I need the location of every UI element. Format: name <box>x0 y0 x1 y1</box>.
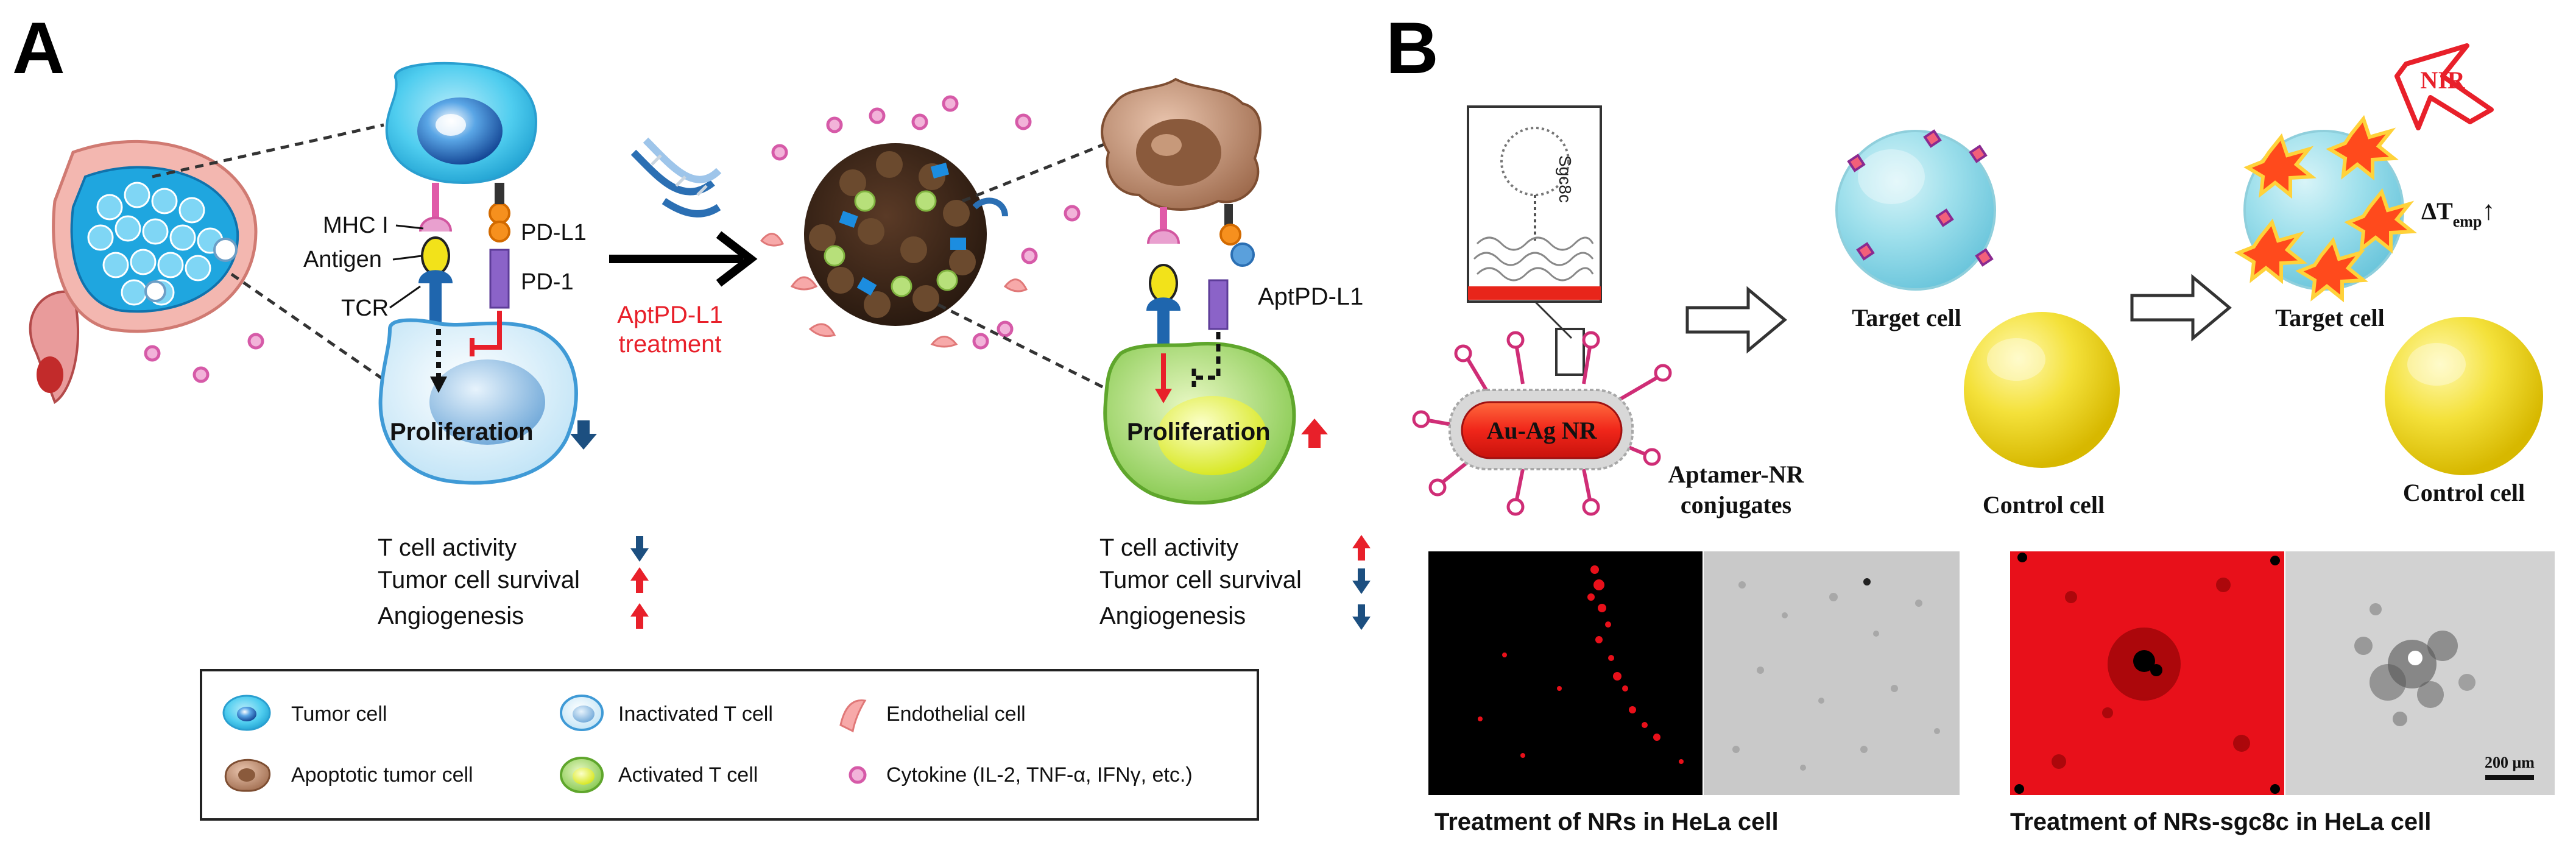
target-label-2: Target cell <box>2275 304 2385 331</box>
aptamer-zoom-box: Sgc8c <box>1467 105 1602 376</box>
caption-left: Treatment of NRs in HeLa cell <box>1434 808 1779 835</box>
label-pd1: PD-1 <box>521 269 574 295</box>
effect-left-1: T cell activity <box>378 534 517 561</box>
control-cell-1 <box>1964 312 2120 468</box>
legend-cytokine: Cytokine (IL-2, TNF-α, IFNγ, etc.) <box>886 763 1193 787</box>
effect-right-1: T cell activity <box>1099 534 1238 561</box>
nanorod-conjugate: Au-Ag NR <box>1412 331 1672 516</box>
label-tcr: TCR <box>341 295 389 321</box>
nir-label: NIR <box>2420 66 2465 94</box>
receptor-complex-left <box>418 183 510 329</box>
treatment-arrow <box>609 231 758 287</box>
conjugate-label-2: conjugates <box>1681 491 1791 518</box>
svg-text:ΔTemp↑: ΔTemp↑ <box>2421 196 2495 230</box>
legend-endothelial: Endothelial cell <box>886 702 1026 726</box>
caption-right: Treatment of NRs-sgc8c in HeLa cell <box>2010 808 2431 835</box>
up-arrow-icon <box>630 567 649 593</box>
effect-right-3: Angiogenesis <box>1099 603 1246 629</box>
endothelial-legend-icon <box>839 699 867 733</box>
effects-right: T cell activity Tumor cell survival Angi… <box>1099 534 1302 629</box>
target-cell-2 <box>2234 115 2417 303</box>
tumor-cell-left <box>385 62 538 185</box>
aptamer-dna-icon <box>630 137 722 218</box>
down-arrow-icon <box>1352 568 1371 594</box>
label-aptpdl1-right: AptPD-L1 <box>1258 283 1363 310</box>
micrograph-nrs-fluorescence <box>1428 551 1703 795</box>
inactivated-t-cell-legend-icon <box>560 695 604 731</box>
effect-left-3: Angiogenesis <box>378 603 524 629</box>
effect-right-2: Tumor cell survival <box>1099 567 1302 593</box>
apoptotic-tumor-cell <box>1101 77 1262 211</box>
apoptotic-cell-legend-icon <box>224 759 270 792</box>
cytokine-legend-icon <box>849 766 867 784</box>
micrograph-sgc8c-brightfield: 200 μm <box>2285 551 2555 795</box>
panel-a-label: A <box>12 7 65 89</box>
proliferation-right: Proliferation <box>1127 419 1271 445</box>
sgc8c-label: Sgc8c <box>1556 155 1575 203</box>
t-cell-activated <box>1103 332 1296 505</box>
target-label-1: Target cell <box>1852 304 1961 331</box>
up-arrow-icon <box>1352 535 1371 561</box>
micrograph-sgc8c-fluorescence <box>2010 551 2284 795</box>
legend-activated: Activated T cell <box>618 763 758 787</box>
nr-label: Au-Ag NR <box>1486 417 1597 444</box>
scale-bar-label: 200 μm <box>2485 754 2535 771</box>
tumor-tissue <box>29 140 258 405</box>
up-arrow-icon <box>630 603 649 629</box>
cytokines-scatter <box>144 95 1081 383</box>
legend: Tumor cell Apoptotic tumor cell Inactiva… <box>200 669 1259 821</box>
legend-inactivated: Inactivated T cell <box>618 702 773 726</box>
label-mhc: MHC I <box>323 213 389 238</box>
zoom-connectors-left <box>152 123 391 386</box>
proliferation-left: Proliferation <box>390 419 534 445</box>
micrograph-nrs-brightfield <box>1704 551 1960 795</box>
scale-bar <box>2485 775 2534 780</box>
down-arrow-icon <box>570 420 597 450</box>
legend-tumor: Tumor cell <box>291 702 387 726</box>
label-pdl1: PD-L1 <box>521 220 587 246</box>
zoom-connectors-right <box>937 138 1115 392</box>
conjugate-label-1: Aptamer-NR <box>1668 461 1805 488</box>
target-cell-1 <box>1835 129 1996 291</box>
control-label-2: Control cell <box>2403 479 2525 506</box>
t-cell-inactivated-left <box>378 311 578 485</box>
receptor-complex-right <box>1146 204 1255 353</box>
control-cell-2 <box>2385 317 2543 475</box>
treatment-label-1: AptPD-L1 <box>617 302 722 328</box>
endothelial-scatter <box>760 233 1028 348</box>
hollow-arrow-2 <box>2130 274 2232 342</box>
hollow-arrow-1 <box>1685 286 1787 354</box>
legend-apoptotic: Apoptotic tumor cell <box>291 763 473 787</box>
up-arrow-icon <box>1301 419 1328 448</box>
temperature-label: ΔTemp↑ <box>2421 196 2495 230</box>
effect-arrows-left <box>630 536 649 629</box>
effects-left: T cell activity Tumor cell survival Angi… <box>378 534 580 629</box>
effect-left-2: Tumor cell survival <box>378 567 580 593</box>
treatment-label-2: treatment <box>619 331 722 358</box>
label-antigen: Antigen <box>303 247 382 272</box>
down-arrow-icon <box>630 536 649 562</box>
tumor-cell-legend-icon <box>222 695 271 731</box>
activated-t-cell-legend-icon <box>560 757 604 793</box>
control-label-1: Control cell <box>1983 491 2105 518</box>
tumor-mass-treated <box>804 143 1008 326</box>
nir-lightning-icon: NIR <box>2394 43 2494 130</box>
effect-arrows-right <box>1352 535 1371 630</box>
down-arrow-icon <box>1352 604 1371 630</box>
panel-b-label: B <box>1386 7 1439 89</box>
